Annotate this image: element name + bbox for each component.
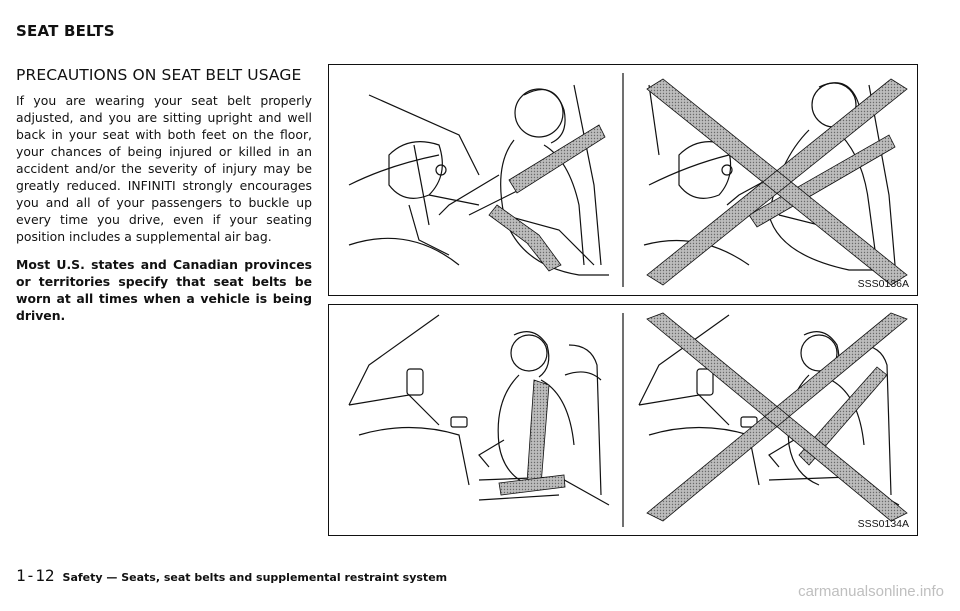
watermark: carmanualsonline.info xyxy=(798,583,944,600)
subheading: PRECAUTIONS ON SEAT BELT USAGE xyxy=(16,66,302,84)
x-mark-incorrect-driver xyxy=(646,78,908,286)
driver-correct-drawing xyxy=(348,84,609,276)
seat-belt-correct-lap xyxy=(488,204,562,272)
passenger-posture-illustration xyxy=(348,312,908,527)
figure-code-top: SSS0136A xyxy=(857,278,909,290)
paragraph-1: If you are wearing your seat belt proper… xyxy=(16,93,312,244)
page-footer: 1-12 Safety — Seats, seat belts and supp… xyxy=(16,566,447,585)
page-number: 1-12 xyxy=(16,566,55,585)
seat-belt-passenger-lap xyxy=(498,474,566,496)
seat-belt-correct xyxy=(508,124,606,194)
passenger-correct-drawing xyxy=(348,314,610,506)
seat-belt-passenger-incorrect xyxy=(798,366,888,466)
figure-driver-posture: SSS0136A xyxy=(328,64,918,296)
x-mark-incorrect-passenger xyxy=(646,312,908,522)
paragraph-2: Most U.S. states and Canadian provinces … xyxy=(16,257,312,323)
section-title: SEAT BELTS xyxy=(16,22,115,40)
figure-code-bottom: SSS0134A xyxy=(857,518,909,530)
figure-passenger-posture: SSS0134A xyxy=(328,304,918,536)
seat-belt-passenger-correct xyxy=(526,379,550,486)
chapter-title: Safety — Seats, seat belts and supplemen… xyxy=(62,571,448,584)
driver-posture-illustration xyxy=(348,73,908,287)
seat-belt-incorrect xyxy=(748,134,896,228)
